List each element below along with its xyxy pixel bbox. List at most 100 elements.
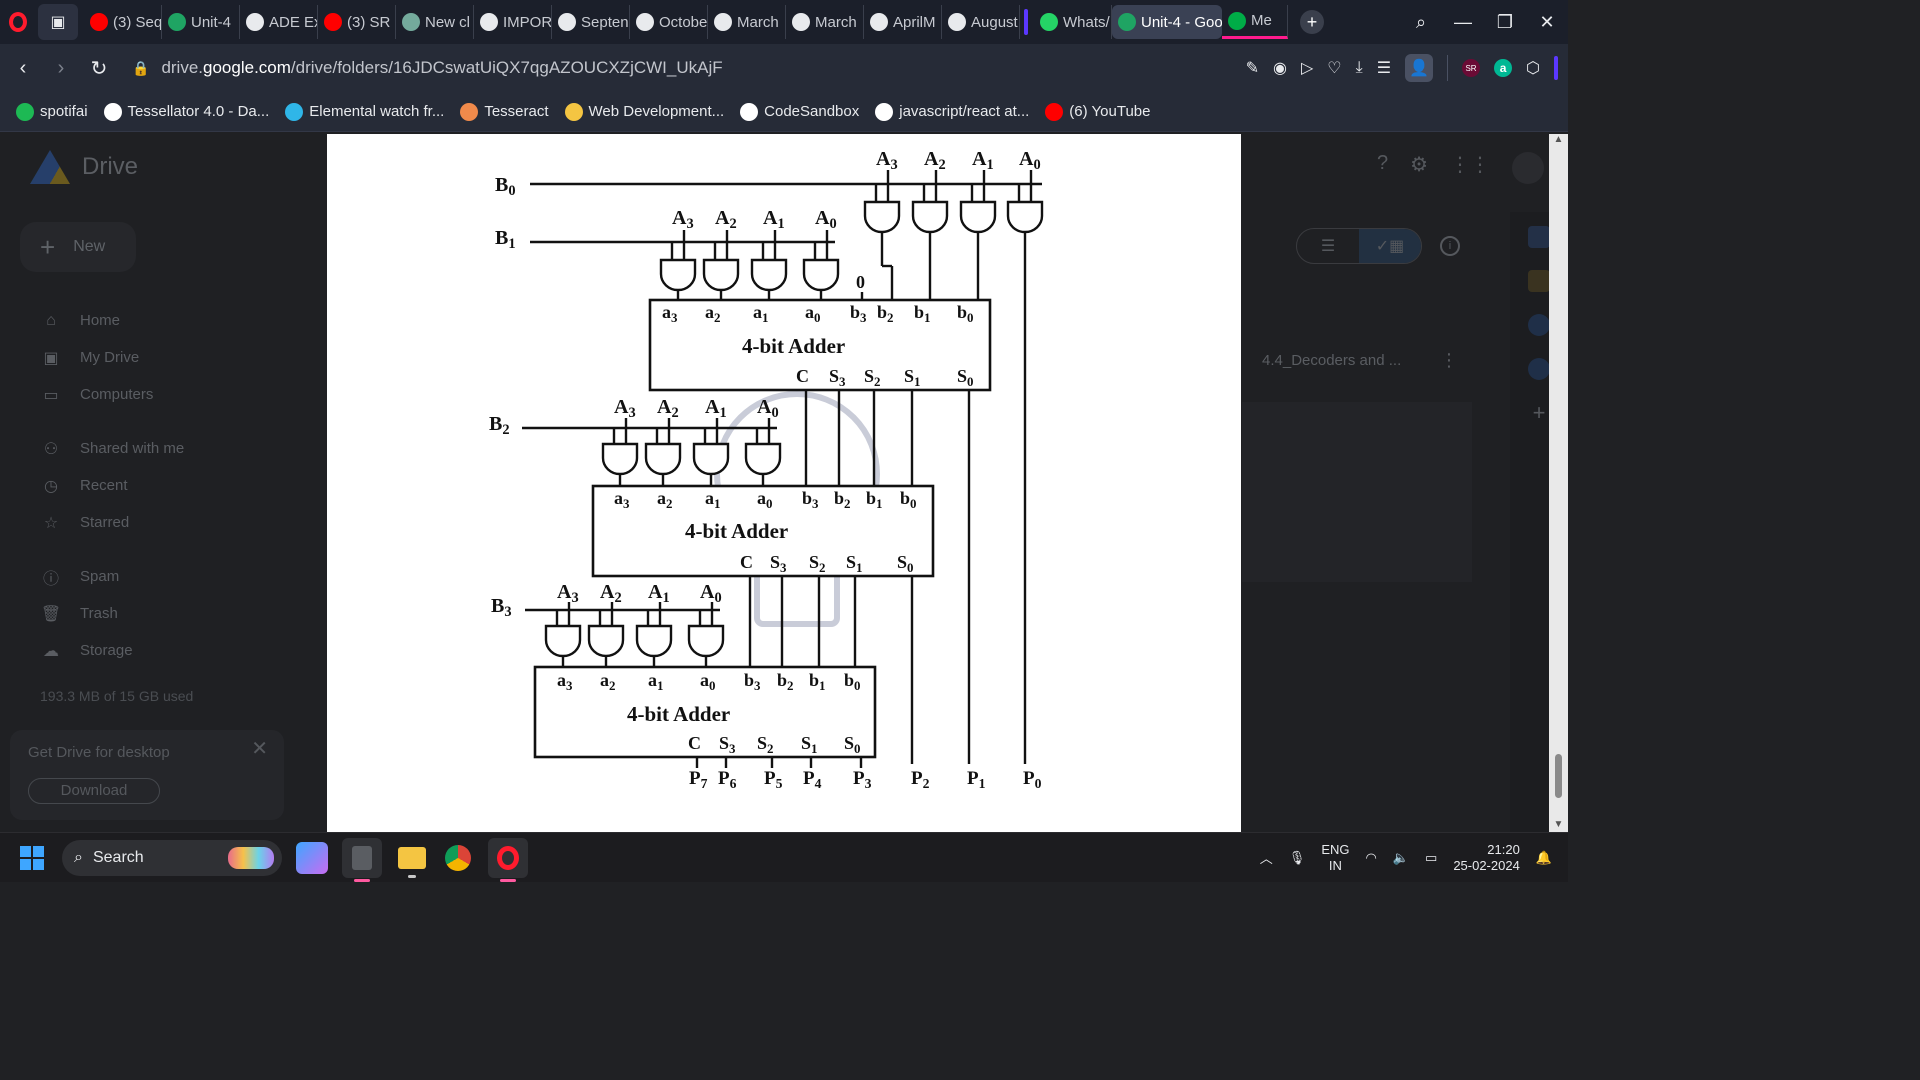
tab[interactable]: AprilM xyxy=(864,5,942,39)
input-a-label: A2 xyxy=(715,207,737,232)
sidebar-item[interactable]: ◷Recent xyxy=(40,467,280,504)
bookmark-item[interactable]: Web Development... xyxy=(564,102,724,121)
show-hidden-icons-icon[interactable]: ︿ xyxy=(1259,851,1273,866)
minimize-button[interactable]: — xyxy=(1454,11,1472,32)
send-icon[interactable]: ▷ xyxy=(1300,60,1314,77)
info-icon[interactable]: i xyxy=(1440,236,1460,256)
new-button[interactable]: + New xyxy=(20,222,136,272)
tab[interactable]: (3) Seq xyxy=(84,5,162,39)
file-name[interactable]: 4.4_Decoders and ... xyxy=(1262,352,1402,369)
snapshot-icon[interactable]: ◉ xyxy=(1272,60,1287,77)
windows-start-icon[interactable] xyxy=(20,845,44,870)
more-options-icon[interactable]: ⋮ xyxy=(1440,350,1458,370)
taskbar-search[interactable]: ⌕ Search xyxy=(62,839,282,876)
contacts-icon[interactable] xyxy=(1528,358,1550,380)
restore-button[interactable]: ❐ xyxy=(1496,11,1514,32)
sidebar-toggle-icon[interactable]: ▣ xyxy=(38,4,78,40)
bookmark-item[interactable]: Elemental watch fr... xyxy=(285,102,444,121)
bookmark-item[interactable]: Tessellator 4.0 - Da... xyxy=(103,102,269,121)
wifi-icon[interactable]: ◠ xyxy=(1365,849,1377,865)
scroll-up-icon[interactable]: ▲ xyxy=(1553,134,1564,145)
sidebar-item[interactable]: ⌂Home xyxy=(40,302,280,339)
notifications-bell-icon[interactable]: 🔔 xyxy=(1535,849,1552,865)
close-icon[interactable]: ✕ xyxy=(251,738,268,760)
new-tab-button[interactable]: + xyxy=(1300,10,1324,34)
edit-icon[interactable]: ✎ xyxy=(1245,60,1259,77)
language-indicator[interactable]: ENG IN xyxy=(1321,842,1349,874)
keep-icon[interactable] xyxy=(1528,270,1550,292)
tab[interactable]: Whats/ xyxy=(1034,5,1112,39)
scrollbar[interactable]: ▲ ▼ xyxy=(1549,134,1568,832)
bookmark-heart-icon[interactable]: ♡ xyxy=(1327,60,1342,77)
settings-gear-icon[interactable]: ⚙ xyxy=(1410,154,1428,176)
sidebar-item[interactable]: ⚇Shared with me xyxy=(40,430,280,467)
microphone-icon[interactable]: 🎙 xyxy=(1288,849,1306,865)
sidebar-item[interactable]: ▣My Drive xyxy=(40,339,280,376)
accent-bar xyxy=(1554,56,1558,80)
bookmark-item[interactable]: Tesseract xyxy=(460,102,549,121)
scroll-down-icon[interactable]: ▼ xyxy=(1553,819,1564,830)
reload-button[interactable]: ↻ xyxy=(90,57,108,80)
file-explorer-icon[interactable] xyxy=(396,842,428,878)
calculator-icon[interactable] xyxy=(342,837,382,882)
clock[interactable]: 21:20 25-02-2024 xyxy=(1453,842,1520,874)
battery-icon[interactable]: ▭ xyxy=(1425,849,1438,865)
tab[interactable]: Unit-4 - Goo xyxy=(1112,5,1222,39)
tab[interactable]: Octobe xyxy=(630,5,708,39)
and-gate xyxy=(802,258,840,292)
view-toggle[interactable]: ☰ ✓▦ xyxy=(1296,228,1422,264)
avatar[interactable] xyxy=(1512,152,1544,184)
tab[interactable]: ADE Ex xyxy=(240,5,318,39)
tasks-icon[interactable] xyxy=(1528,314,1550,336)
tab-search-icon[interactable]: ⌕ xyxy=(1415,11,1427,32)
opera-menu-icon[interactable] xyxy=(0,0,36,44)
tab[interactable]: Me xyxy=(1222,5,1288,39)
list-view-icon[interactable]: ☰ xyxy=(1320,238,1336,255)
grid-view-icon[interactable]: ✓▦ xyxy=(1359,229,1421,263)
apps-grid-icon[interactable]: ⋮⋮ xyxy=(1450,154,1490,176)
tab[interactable]: Septen xyxy=(552,5,630,39)
adder-output-label: S3 xyxy=(770,552,787,575)
download-icon[interactable]: ⤓ xyxy=(1355,59,1363,76)
bookmark-item[interactable]: CodeSandbox xyxy=(740,102,859,121)
bookmark-item[interactable]: javascript/react at... xyxy=(875,102,1029,121)
spam-icon: ⓘ xyxy=(42,570,59,588)
sidebar-item[interactable]: ☆Starred xyxy=(40,504,280,541)
url-field[interactable]: 🔒 drive.google.com/drive/folders/16JDCsw… xyxy=(132,58,723,78)
sidebar-item[interactable]: ☁Storage xyxy=(40,632,280,669)
tab[interactable]: March xyxy=(786,5,864,39)
tab[interactable]: Unit-4 xyxy=(162,5,240,39)
tab[interactable]: August xyxy=(942,5,1020,39)
bookmark-item[interactable]: (6) YouTube xyxy=(1045,102,1150,121)
extension-a-icon[interactable]: a xyxy=(1494,59,1513,77)
tab[interactable]: IMPOR xyxy=(474,5,552,39)
sidebar-item-label: Shared with me xyxy=(80,440,185,457)
file-thumbnail[interactable] xyxy=(1242,402,1472,582)
back-button[interactable]: ‹ xyxy=(19,56,27,79)
volume-icon[interactable]: 🔈 xyxy=(1392,849,1410,865)
tab[interactable]: New cl xyxy=(396,5,474,39)
drive-logo[interactable]: Drive xyxy=(30,150,138,184)
sidebar-item[interactable]: ▭Computers xyxy=(40,376,280,413)
help-icon[interactable]: ? xyxy=(1376,152,1389,174)
extension-sr-icon[interactable]: SR xyxy=(1462,59,1481,77)
sidebar-item[interactable]: 🗑Trash xyxy=(40,595,280,632)
adder-output-label: S3 xyxy=(829,366,846,389)
download-button[interactable]: Download xyxy=(28,778,160,804)
bookmark-item[interactable]: spotifai xyxy=(16,102,88,121)
extensions-cube-icon[interactable]: ⬡ xyxy=(1526,60,1540,77)
chrome-icon[interactable] xyxy=(442,842,474,874)
profile-icon[interactable]: 👤 xyxy=(1405,54,1434,82)
close-window-button[interactable]: ✕ xyxy=(1539,11,1555,32)
adder-input-label: a2 xyxy=(657,488,672,511)
calendar-icon[interactable] xyxy=(1528,226,1550,248)
copilot-icon[interactable] xyxy=(296,841,328,874)
add-addon-icon[interactable]: + xyxy=(1532,400,1546,425)
tab[interactable]: (3) SR xyxy=(318,5,396,39)
scrollbar-thumb[interactable] xyxy=(1555,754,1562,798)
forward-button[interactable]: › xyxy=(57,56,65,79)
opera-icon[interactable] xyxy=(488,837,528,882)
easy-setup-icon[interactable]: ☰ xyxy=(1376,60,1392,77)
tab[interactable]: March xyxy=(708,5,786,39)
